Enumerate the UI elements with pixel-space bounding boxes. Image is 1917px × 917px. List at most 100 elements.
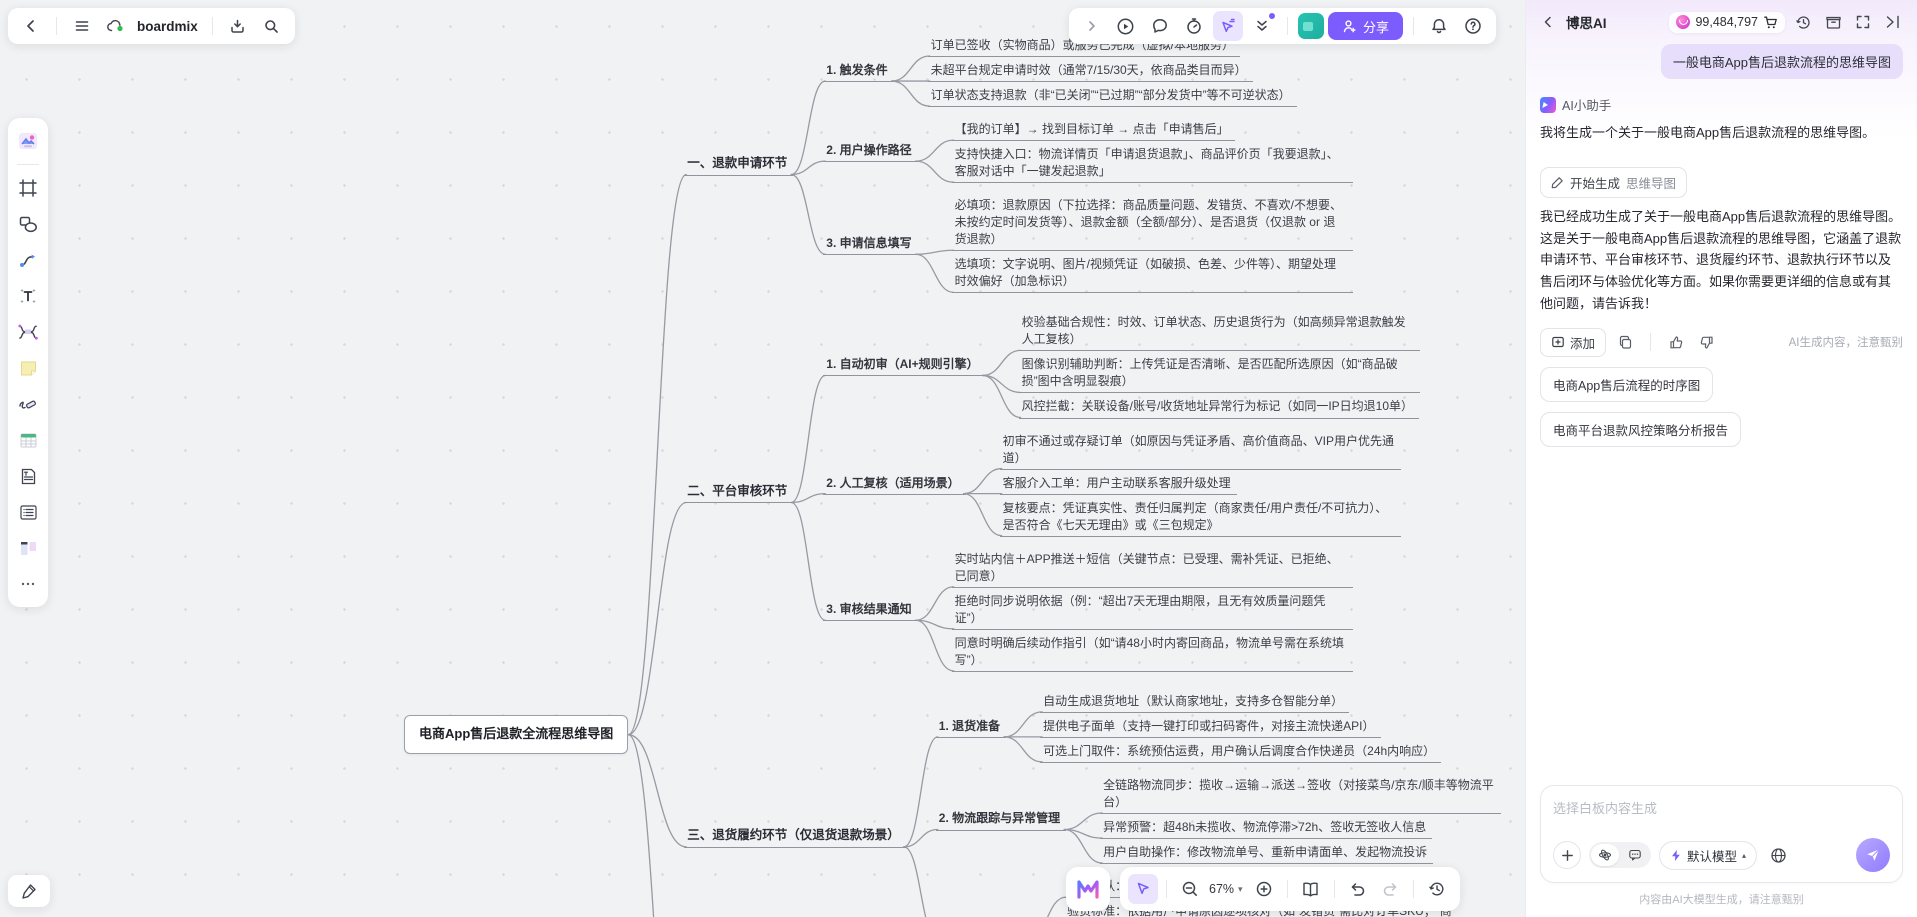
outline-tool[interactable]	[13, 497, 43, 527]
credits-pill[interactable]: 99,484,797	[1669, 11, 1785, 33]
shapes-tool[interactable]	[13, 209, 43, 239]
composer-input[interactable]: 选择白板内容生成	[1553, 801, 1658, 816]
mindmap-node[interactable]: 拒绝时同步说明依据（例：“超出7天无理由期限，且无有效质量问题凭证”）	[951, 592, 1353, 630]
user-avatar[interactable]	[1297, 13, 1324, 39]
composer[interactable]: 选择白板内容生成 默认模型	[1540, 785, 1903, 883]
text-tool[interactable]	[13, 281, 43, 311]
mindmap-node[interactable]: 校验基础合规性：时效、订单状态、历史退货行为（如高频异常退款触发人工复核）	[1018, 313, 1420, 352]
more-dots-icon	[21, 582, 35, 586]
more-tools-button[interactable]	[13, 569, 43, 599]
mindmap-node[interactable]: 1. 退货准备	[935, 717, 1007, 738]
mindmap-node[interactable]: 图像识别辅助判断：上传凭证是否清晰、是否匹配所选原因（如“商品破损”图中含明显裂…	[1018, 355, 1420, 394]
menu-button[interactable]	[67, 11, 97, 41]
mindmap-node[interactable]: 1. 自动初审（AI+规则引擎）	[823, 355, 985, 377]
mindmap-node[interactable]: 实时站内信＋APP推送＋短信（关键节点：已受理、需补凭证、已拒绝、已同意）	[951, 550, 1353, 588]
mindmap-node[interactable]: 提供电子面单（支持一键打印或扫码寄件，对接主流快递API）	[1040, 717, 1381, 738]
mindmap-node[interactable]: 2. 物流跟踪与异常管理	[935, 809, 1067, 831]
ai-assistant-button[interactable]	[1066, 867, 1110, 911]
zoom-caret-icon[interactable]: ▾	[1238, 883, 1243, 894]
generate-mode-button[interactable]	[1591, 844, 1619, 866]
mindmap-node[interactable]: 初审不通过或存疑订单（如原因与凭证矛盾、高价值商品、VIP用户优先通道）	[999, 432, 1401, 470]
redo-button[interactable]	[1375, 874, 1405, 904]
mindmap-node[interactable]: 支持快捷入口：物流详情页「申请退货退款」、商品评价页「我要退款」、客服对话中「一…	[951, 145, 1353, 184]
mindmap-node[interactable]: 二、平台审核环节	[684, 482, 794, 504]
fullscreen-button[interactable]	[1851, 10, 1875, 34]
add-to-board-button[interactable]: 添加	[1540, 327, 1607, 357]
laser-pointer-button[interactable]	[1212, 11, 1243, 41]
mindmap-node[interactable]: 【我的订单】→ 找到目标订单 → 点击「申请售后」	[951, 120, 1235, 142]
sticky-note-tool[interactable]	[13, 353, 43, 383]
collapse-toolbar-button[interactable]	[1247, 11, 1277, 41]
help-button[interactable]	[1458, 11, 1488, 41]
bolt-icon	[1672, 849, 1680, 861]
panel-back-button[interactable]	[1536, 10, 1560, 34]
mindmap-node[interactable]: 3. 审核结果通知	[823, 600, 918, 622]
model-selector[interactable]: 默认模型 ▴	[1659, 840, 1758, 870]
sync-status-button[interactable]	[101, 11, 131, 41]
save-download-button[interactable]	[223, 11, 253, 41]
templates-button[interactable]	[13, 126, 43, 156]
mindmap-node[interactable]: 自动生成退货地址（默认商家地址，支持多仓智能分单）	[1040, 692, 1350, 713]
mindmap-node[interactable]: 复核要点：凭证真实性、责任归属判定（商家责任/用户责任/不可抗力）、是否符合《七…	[999, 499, 1401, 537]
mindmap-node[interactable]: 一、退款申请环节	[684, 154, 794, 176]
mindmap-node[interactable]: 订单状态支持退款（非“已关闭”“已过期”“部分发货中”等不可逆状态）	[927, 86, 1297, 108]
mindmap-node[interactable]: 选填项：文字说明、图片/视频凭证（如破损、色差、少件等）、期望处理时效偏好（加急…	[951, 255, 1353, 294]
back-button[interactable]	[16, 11, 46, 41]
archive-box-button[interactable]	[1821, 10, 1845, 34]
zoom-in-button[interactable]	[1249, 874, 1279, 904]
comment-button[interactable]	[1145, 11, 1175, 41]
undo-button[interactable]	[1343, 874, 1373, 904]
mindmap-node[interactable]: 异常预警：超48h未揽收、物流停滞>72h、签收无签收人信息	[1100, 818, 1433, 840]
zoom-out-button[interactable]	[1175, 874, 1205, 904]
mindmap-node[interactable]: 风控拦截：关联设备/账号/收货地址异常行为标记（如同一IP日均退10单）	[1018, 397, 1420, 419]
zoom-level[interactable]: 67%	[1209, 882, 1235, 896]
mindmap-node[interactable]: 全链路物流同步：揽收→运输→派送→签收（对接菜鸟/京东/顺丰等物流平台）	[1100, 776, 1502, 814]
search-button[interactable]	[257, 11, 287, 41]
thumbs-down-button[interactable]	[1695, 331, 1717, 353]
mindmap-node[interactable]: 三、退货履约环节（仅退货退款场景）	[684, 826, 906, 848]
mindmap-node[interactable]: 用户自助操作：修改物流单号、重新申请面单、发起物流投诉	[1100, 843, 1434, 865]
notifications-button[interactable]	[1424, 11, 1454, 41]
table-tool[interactable]	[13, 425, 43, 455]
mindmap-node[interactable]: 1. 触发条件	[823, 61, 894, 83]
connector-icon	[19, 254, 35, 267]
timer-button[interactable]	[1179, 11, 1209, 41]
divider	[1412, 880, 1414, 898]
present-button[interactable]	[1111, 11, 1141, 41]
divider	[1413, 17, 1414, 35]
mindmap-node[interactable]: 未超平台规定申请时效（通常7/15/30天，依商品类目而异）	[927, 61, 1253, 83]
mindmap-node[interactable]: 2. 用户操作路径	[823, 141, 918, 163]
pen-mode-button[interactable]	[14, 876, 44, 906]
pen-tool[interactable]	[13, 389, 43, 419]
chat-history-button[interactable]	[1791, 10, 1815, 34]
mindmap-node[interactable]: 可选上门取件：系统预估运费，用户确认后调度合作快递员（24h内响应）	[1040, 742, 1442, 763]
document-tool[interactable]	[13, 461, 43, 491]
share-button[interactable]: 分享	[1327, 12, 1403, 40]
kanban-tool[interactable]	[13, 533, 43, 563]
expand-tools-button[interactable]	[1077, 11, 1107, 41]
attach-button[interactable]	[1553, 841, 1581, 869]
select-tool-button[interactable]	[1128, 874, 1158, 904]
suggestion-chip[interactable]: 电商平台退款风控策略分析报告	[1540, 411, 1742, 447]
mindmap-node[interactable]: 客服介入工单：用户主动联系客服升级处理	[999, 474, 1237, 495]
suggestion-chip[interactable]: 电商App售后流程的时序图	[1540, 366, 1714, 402]
frame-tool[interactable]	[13, 173, 43, 203]
mindmap-node[interactable]: 2. 人工复核（适用场景）	[823, 474, 966, 495]
pages-button[interactable]	[1296, 874, 1326, 904]
mindmap-node[interactable]: 电商App售后退款全流程思维导图	[404, 715, 629, 754]
collapse-panel-button[interactable]	[1881, 10, 1905, 34]
mindmap-tool[interactable]	[13, 317, 43, 347]
web-access-button[interactable]	[1765, 842, 1792, 868]
chat-mode-button[interactable]	[1621, 844, 1649, 866]
send-button[interactable]	[1856, 838, 1890, 872]
mindmap-node[interactable]: 同意时明确后续动作指引（如“请48小时内寄回商品，物流单号需在系统填写”）	[951, 634, 1353, 672]
generation-status-chip[interactable]: 开始生成 思维导图	[1540, 166, 1688, 198]
chat-area[interactable]: 一般电商App售后退款流程的思维导图 AI小助手 我将生成一个关于一般电商App…	[1526, 40, 1917, 785]
thumbs-up-button[interactable]	[1665, 331, 1687, 353]
version-history-button[interactable]	[1422, 874, 1452, 904]
copy-button[interactable]	[1614, 331, 1636, 353]
connector-tool[interactable]	[13, 245, 43, 275]
mindmap-node[interactable]: 必填项：退款原因（下拉选择：商品质量问题、发错货、不喜欢/不想要、未按约定时间发…	[951, 196, 1353, 252]
mindmap-node[interactable]: 3. 申请信息填写	[823, 234, 918, 256]
